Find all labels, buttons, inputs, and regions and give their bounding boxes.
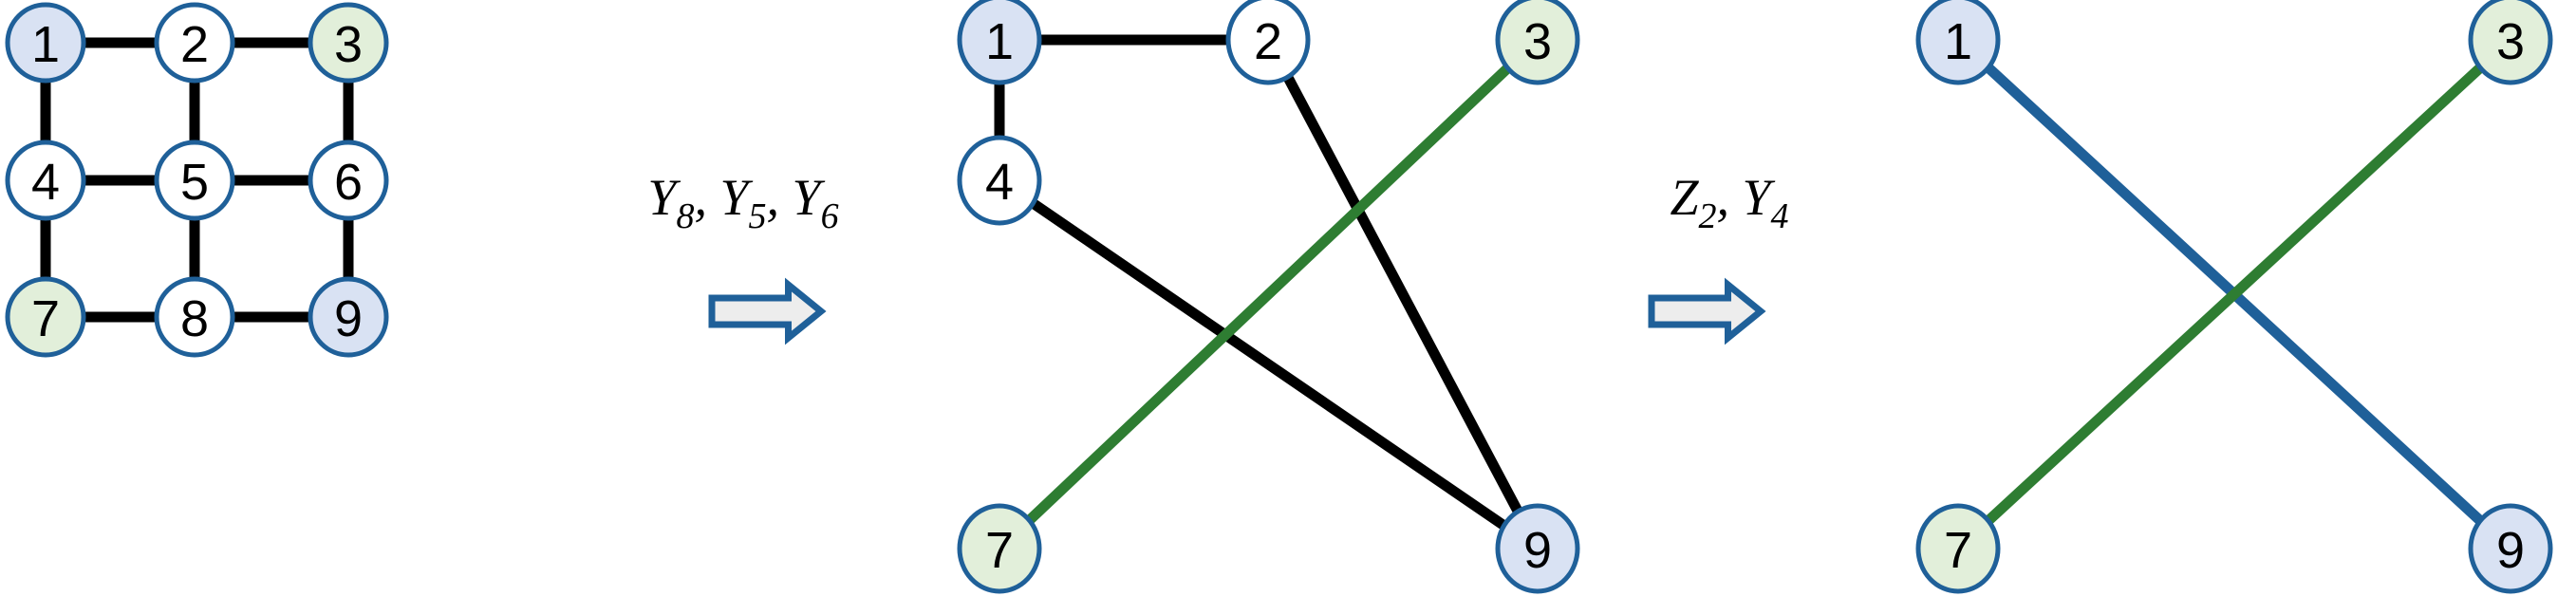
node-label: 2: [1254, 13, 1282, 70]
node-shape: [1495, 503, 1580, 594]
node-shape: [5, 2, 86, 84]
transitions-layer: Y8, Y5, Y6 Z2, Y4: [647, 169, 1789, 345]
nodes-layer: 1 2 3 4 5 6 7 8 9 1 2 3 4 7 9 1 3 7 9: [5, 0, 2553, 594]
graph-node-panel-2-2[interactable]: 2: [1225, 0, 1311, 85]
node-shape: [308, 2, 389, 84]
node-shape: [1495, 0, 1580, 85]
node-label: 4: [31, 154, 60, 211]
node-shape: [1915, 0, 2001, 85]
node-shape: [1225, 0, 1311, 85]
transition-z2-y4: Z2, Y4: [1648, 169, 1789, 345]
node-label: 4: [985, 154, 1014, 211]
graph-node-panel-3-1[interactable]: 1: [1915, 0, 2001, 85]
transition-label: Y8, Y5, Y6: [647, 169, 838, 236]
graph-node-panel-2-3[interactable]: 3: [1495, 0, 1580, 85]
graph-node-panel-3-3[interactable]: 3: [2468, 0, 2553, 85]
transition-y8-y5-y6: Y8, Y5, Y6: [647, 169, 839, 345]
node-label: 6: [334, 154, 363, 211]
node-label: 8: [180, 290, 209, 347]
node-label: 5: [180, 154, 209, 211]
graph-node-panel-1-6[interactable]: 6: [308, 140, 389, 221]
graph-node-panel-2-9[interactable]: 9: [1495, 503, 1580, 594]
node-shape: [2468, 503, 2553, 594]
node-shape: [308, 140, 389, 221]
node-shape: [308, 276, 389, 358]
node-shape: [957, 503, 1042, 594]
graph-node-panel-1-7[interactable]: 7: [5, 276, 86, 358]
graph-node-panel-2-1[interactable]: 1: [957, 0, 1042, 85]
graph-node-panel-2-4[interactable]: 4: [957, 135, 1042, 226]
right-arrow-icon: [708, 277, 827, 345]
node-label: 3: [2496, 13, 2525, 70]
graph-node-panel-1-4[interactable]: 4: [5, 140, 86, 221]
graph-node-panel-1-2[interactable]: 2: [154, 2, 235, 84]
node-shape: [5, 140, 86, 221]
node-shape: [5, 276, 86, 358]
node-label: 3: [1523, 13, 1552, 70]
graph-node-panel-3-9[interactable]: 9: [2468, 503, 2553, 594]
right-arrow-icon: [1648, 277, 1766, 345]
node-shape: [957, 135, 1042, 226]
node-shape: [154, 276, 235, 358]
graph-edge-3-7: [1984, 63, 2485, 526]
graph-node-panel-3-7[interactable]: 7: [1915, 503, 2001, 594]
node-label: 1: [31, 16, 60, 73]
node-label: 7: [1944, 522, 1972, 579]
node-shape: [957, 0, 1042, 85]
node-label: 1: [1944, 13, 1972, 70]
node-label: 7: [31, 290, 60, 347]
graph-edge-2-9: [1282, 73, 1523, 515]
node-label: 3: [334, 16, 363, 73]
node-label: 2: [180, 16, 209, 73]
node-label: 1: [985, 13, 1014, 70]
graph-edge-3-7: [1024, 63, 1513, 526]
node-label: 7: [985, 522, 1014, 579]
graph-node-panel-1-8[interactable]: 8: [154, 276, 235, 358]
edges-layer: [40, 34, 2485, 531]
node-label: 9: [2496, 522, 2525, 579]
node-shape: [2468, 0, 2553, 85]
node-shape: [154, 2, 235, 84]
node-label: 9: [1523, 522, 1552, 579]
node-shape: [1915, 503, 2001, 594]
transition-label: Z2, Y4: [1670, 169, 1788, 236]
graph-node-panel-1-5[interactable]: 5: [154, 140, 235, 221]
graph-edge-4-9: [1029, 197, 1508, 531]
node-label: 9: [334, 290, 363, 347]
node-shape: [154, 140, 235, 221]
graph-node-panel-1-9[interactable]: 9: [308, 276, 389, 358]
graph-node-panel-1-3[interactable]: 3: [308, 2, 389, 84]
graph-node-panel-1-1[interactable]: 1: [5, 2, 86, 84]
graph-node-panel-2-7[interactable]: 7: [957, 503, 1042, 594]
